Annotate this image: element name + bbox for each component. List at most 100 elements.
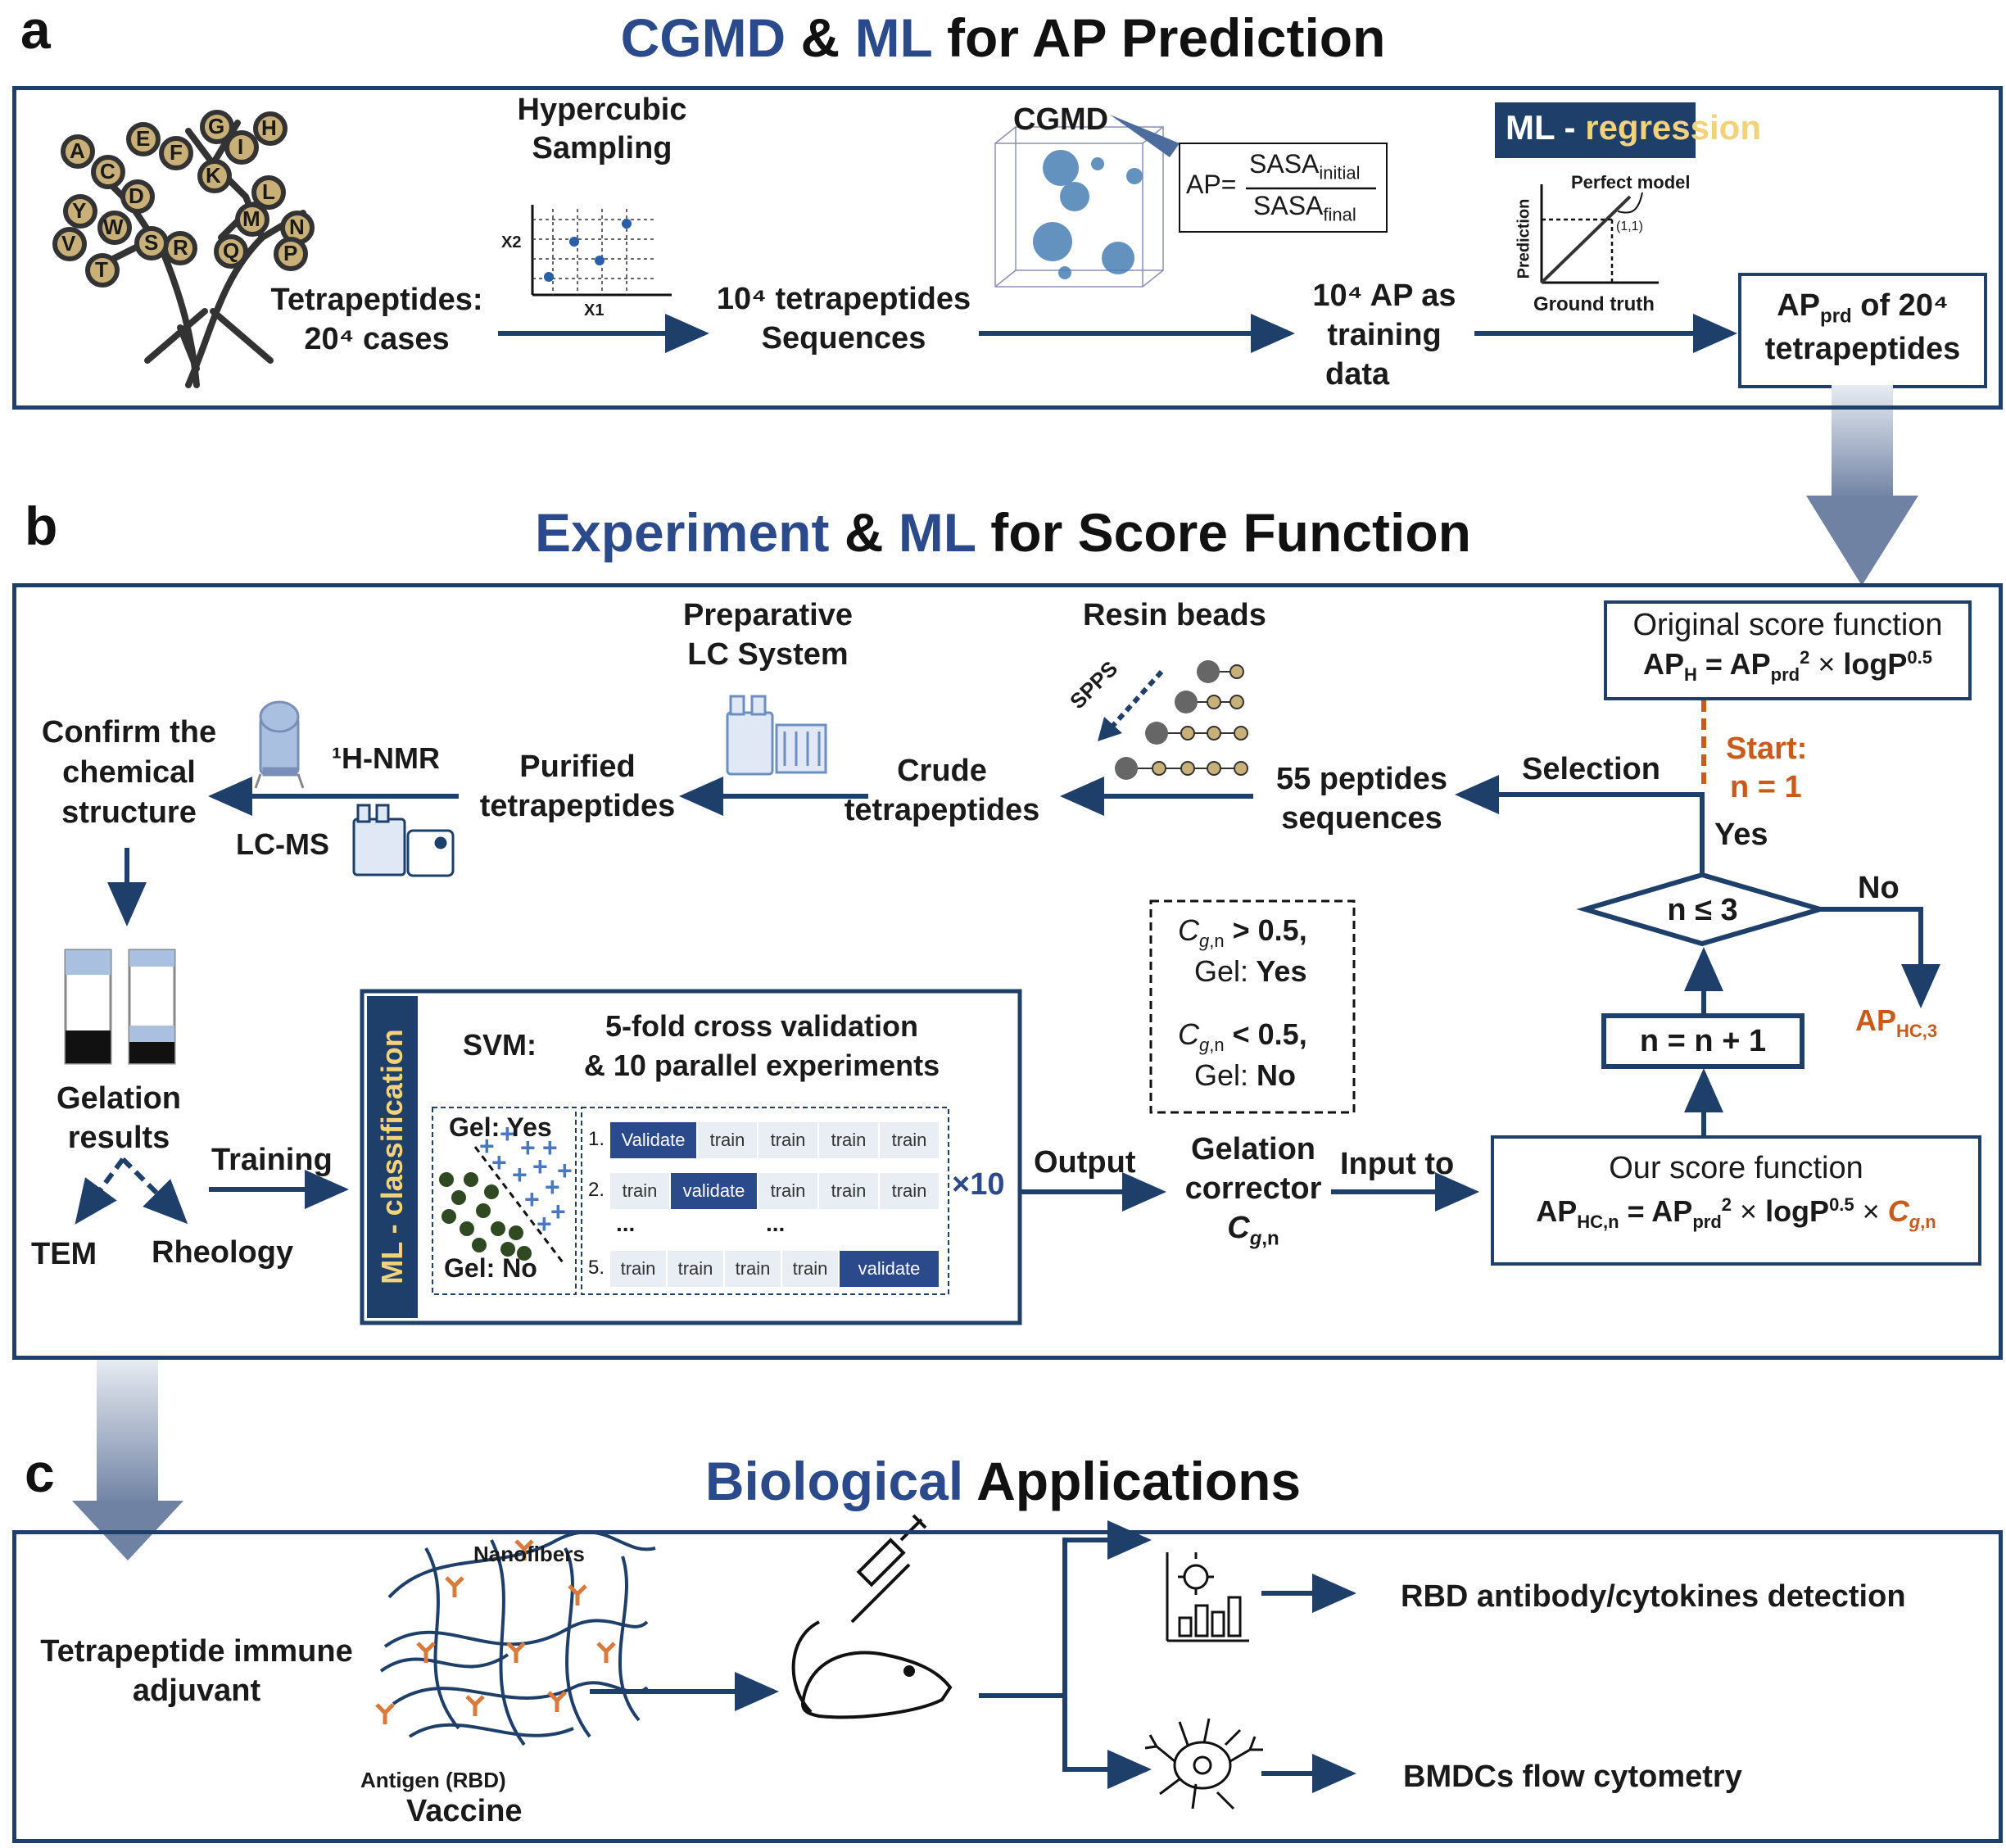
sasa-final: SASAfinal <box>1253 191 1356 225</box>
title-amp-a: & <box>786 7 855 68</box>
perfect-model-label: Perfect model <box>1571 172 1691 192</box>
panel-b-title: Experiment & ML for Score Function <box>0 501 2006 564</box>
purified-label-1: Purified <box>519 750 636 784</box>
x10-label: ×10 <box>952 1167 1005 1202</box>
panel-c-letter: c <box>25 1443 55 1503</box>
title-experiment: Experiment <box>535 502 830 563</box>
prep-lc-label-2: LC System <box>687 637 849 672</box>
fold-cell: train <box>698 1122 757 1158</box>
axis-x1: X1 <box>584 301 605 319</box>
sampling-grid <box>531 205 672 297</box>
point-label: (1,1) <box>1616 220 1643 233</box>
fold-cell: train <box>782 1251 838 1287</box>
fold-cell: Validate <box>610 1122 696 1158</box>
tetrapeptides-label: Tetrapeptides: <box>270 283 483 317</box>
ap-prd-label: APprd of 20⁴ <box>1777 288 1949 328</box>
training-label-1: 10⁴ AP as <box>1312 279 1456 313</box>
svm-desc-1: 5-fold cross validation <box>605 1009 919 1043</box>
gel-corrector-symbol: Cg,n <box>1227 1211 1279 1250</box>
title-rest-a: for AP Prediction <box>931 7 1386 68</box>
sequences-label-2: Sequences <box>761 321 926 356</box>
fold-cell: train <box>610 1251 666 1287</box>
dendritic-cell-icon <box>1144 1718 1263 1810</box>
criteria-lt: Cg,n < 0.5, <box>1178 1017 1307 1056</box>
svg-text:+: + <box>532 1152 548 1181</box>
input-to-label: Input to <box>1340 1147 1455 1181</box>
our-score-title: Our score function <box>1609 1151 1863 1185</box>
flow-arrows <box>107 775 1940 1212</box>
selection-label: Selection <box>1522 752 1660 786</box>
panel-a-letter: a <box>20 0 51 60</box>
regression-plot <box>1540 184 1659 284</box>
fold-ellipsis: ... <box>766 1211 786 1236</box>
condition-label: n ≤ 3 <box>1667 893 1738 927</box>
our-score-box <box>1491 1135 1981 1266</box>
svm-label: SVM: <box>463 1028 537 1062</box>
confirm-label-3: structure <box>61 795 197 830</box>
resin-beads <box>1098 660 1248 780</box>
gel-vials <box>64 949 176 1065</box>
cases-label: 20⁴ cases <box>304 322 450 356</box>
title-ml-a: ML <box>854 7 932 68</box>
panel-c-box <box>12 1530 2003 1843</box>
yes-label: Yes <box>1714 818 1768 852</box>
vaccine-label: Vaccine <box>406 1794 523 1828</box>
fold-cell: validate <box>671 1173 757 1209</box>
bar-chart-icon <box>1166 1552 1249 1642</box>
title-amp-b: & <box>829 502 899 563</box>
title-rest-b: for Score Function <box>975 502 1471 563</box>
no-label: No <box>1858 871 1900 905</box>
cgmd-clusters <box>1033 150 1143 279</box>
lcms-icon <box>352 804 455 877</box>
gel-corrector-1: Gelation <box>1190 1132 1316 1166</box>
training-label-2: training <box>1327 318 1442 352</box>
ml-classification-label: ML - classification <box>375 1029 409 1284</box>
resin-label: Resin beads <box>1083 598 1266 632</box>
svm-green-points <box>439 1172 532 1261</box>
criteria-box <box>1149 899 1356 1114</box>
bmdc-label: BMDCs flow cytometry <box>1403 1760 1742 1794</box>
sasa-initial: SASAinitial <box>1249 149 1361 183</box>
mouse-syringe-icon <box>791 1514 953 1719</box>
svg-text:+: + <box>479 1131 495 1161</box>
gel-yes-label: Gel: Yes <box>449 1112 552 1142</box>
peptide-tree-icon <box>52 110 315 388</box>
panel-c-title: Biological Applications <box>0 1450 2006 1512</box>
training-label: Training <box>211 1143 333 1177</box>
svg-text:+: + <box>542 1133 558 1162</box>
cgmd-simulation-box <box>994 126 1164 288</box>
training-label-3: data <box>1325 357 1390 392</box>
fold-row-number: 1. <box>588 1128 605 1150</box>
peptides-label-1: 55 peptides <box>1275 762 1448 796</box>
criteria-gt: Cg,n > 0.5, <box>1178 913 1307 952</box>
adjuvant-label-2: adjuvant <box>132 1674 261 1708</box>
fold-cell: train <box>725 1251 781 1287</box>
sequences-label-1: 10⁴ tetrapeptides <box>716 282 971 316</box>
fold-cell: train <box>880 1122 939 1158</box>
fold-ellipsis: ... <box>616 1211 636 1236</box>
confirm-label-1: Confirm the <box>41 715 217 750</box>
title-applications: Applications <box>963 1451 1302 1511</box>
output-label: Output <box>1034 1145 1136 1180</box>
fold-row-number: 2. <box>588 1179 605 1201</box>
fold-cell: train <box>819 1173 878 1209</box>
antigen-icons <box>375 1539 616 1724</box>
fold-cell: train <box>610 1173 669 1209</box>
confirm-label-2: chemical <box>62 755 196 790</box>
fold-cell: train <box>880 1173 939 1209</box>
prep-lc-label-1: Preparative <box>682 598 853 632</box>
ap-prd-box <box>1738 273 1987 388</box>
prep-lc-icon <box>726 695 827 776</box>
svg-text:+: + <box>491 1148 507 1177</box>
axis-x2: X2 <box>501 233 522 251</box>
title-cgmd: CGMD <box>620 7 786 68</box>
ap-equation-label: AP= <box>1186 170 1237 199</box>
crude-label-1: Crude <box>897 754 987 788</box>
panel-b-letter: b <box>25 496 58 556</box>
svg-text:+: + <box>520 1133 536 1162</box>
panel-c-arrows <box>590 1520 1356 1793</box>
original-score-formula: APH = APprd2 × logP0.5 <box>1643 647 1932 686</box>
svg-text:+: + <box>537 1209 552 1239</box>
svg-text:+: + <box>550 1197 566 1226</box>
